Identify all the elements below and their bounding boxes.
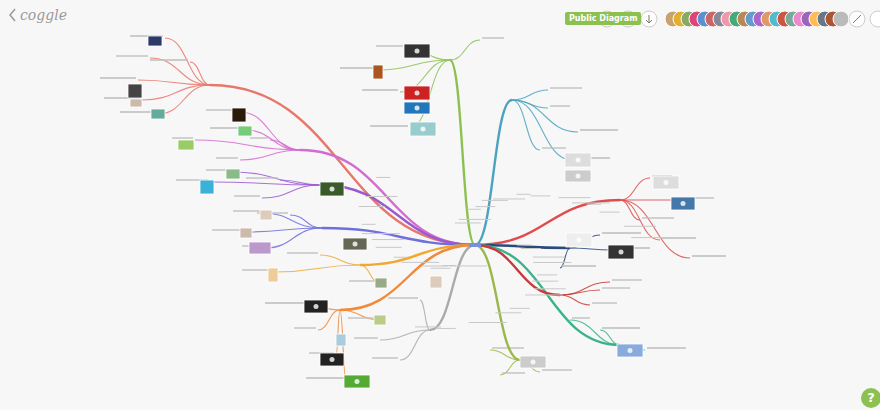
help-button xyxy=(861,388,880,408)
back-chevron xyxy=(10,9,15,21)
toolbar-icons xyxy=(599,11,880,27)
collaborator-avatars xyxy=(665,11,849,27)
visibility-badge: Public Diagram xyxy=(565,12,641,25)
help-label: ? xyxy=(861,388,880,408)
app-logo: coggle xyxy=(20,7,67,23)
branches xyxy=(100,36,726,388)
